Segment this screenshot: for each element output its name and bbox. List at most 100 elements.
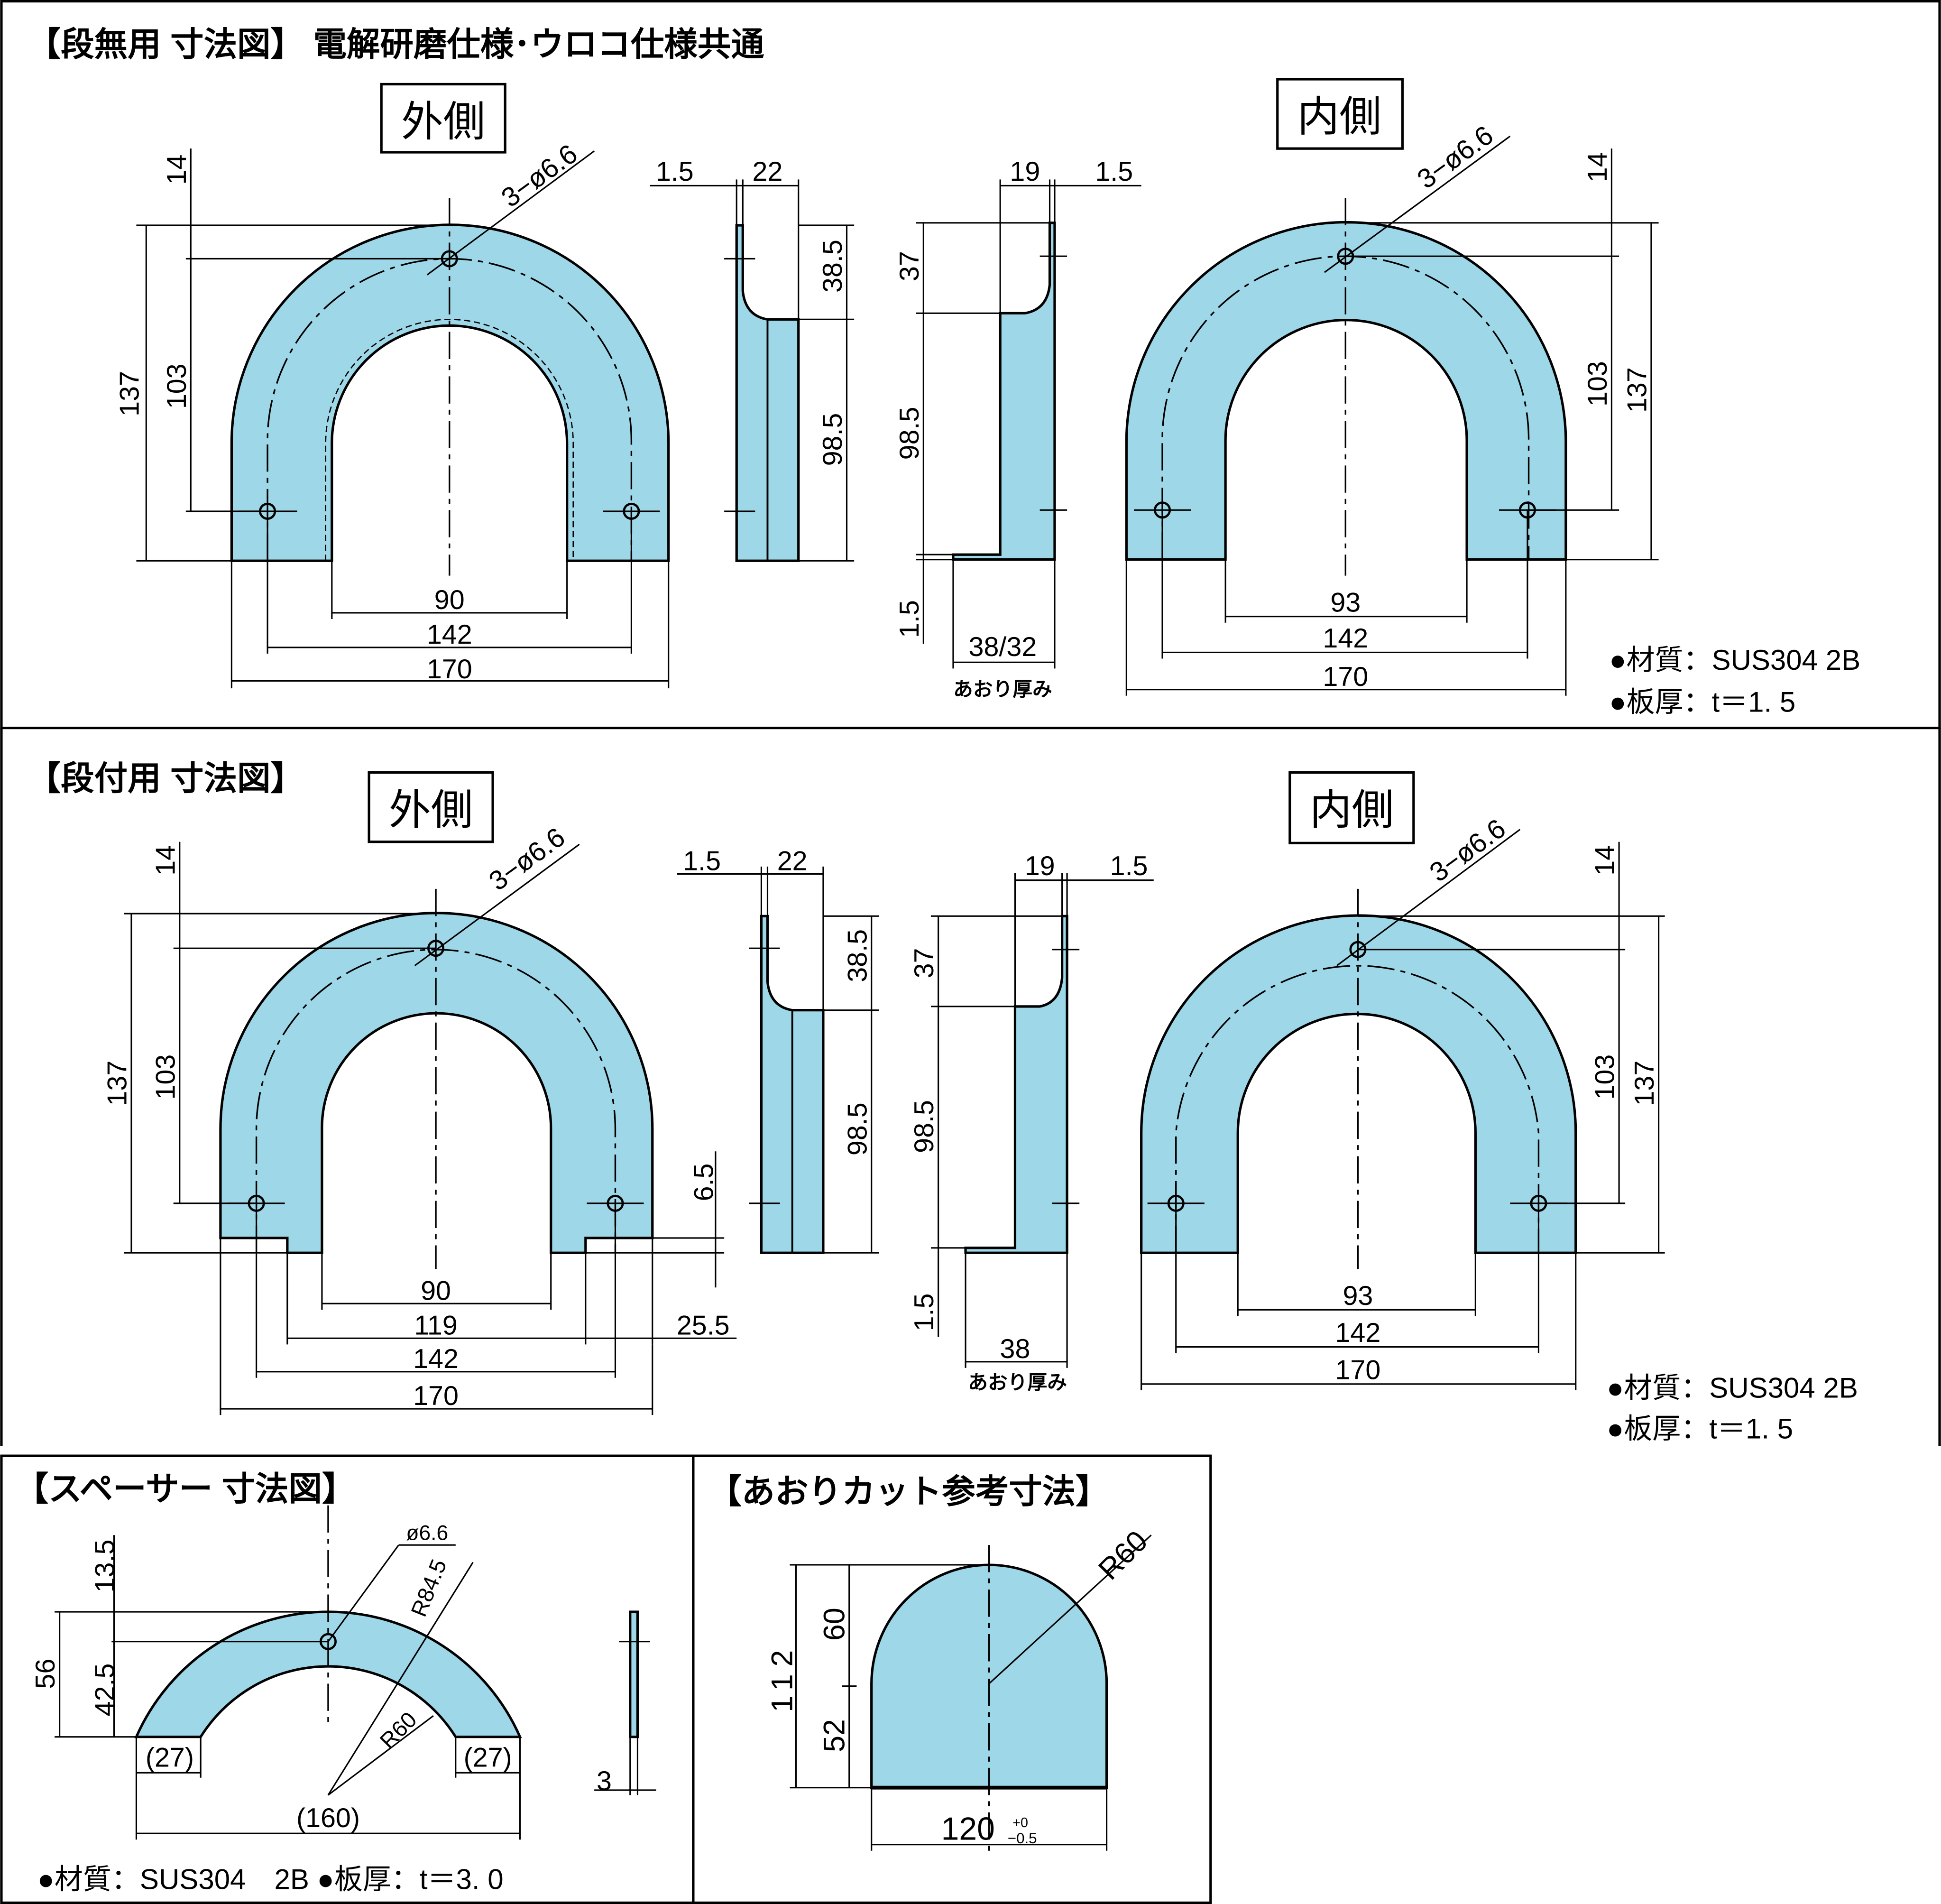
- view-label-box: [1276, 78, 1404, 150]
- dim-22: 22: [753, 157, 783, 187]
- spacer-part: [134, 1610, 522, 1738]
- radius-84-5: R84.5: [406, 1555, 451, 1620]
- stepped-bracket-outer-view: [219, 912, 654, 1254]
- hole-pitch-centerline: [1175, 965, 1540, 1253]
- dim-119: 119: [414, 1310, 458, 1340]
- dim-160: (160): [296, 1803, 360, 1833]
- radius-60: R60: [1092, 1524, 1154, 1586]
- dimension-lines: [930, 872, 1154, 1368]
- dim-98-5: 98.5: [818, 413, 848, 466]
- view-label-box: [368, 771, 494, 843]
- dim-56: 56: [30, 1659, 61, 1689]
- dim-142: 142: [427, 619, 472, 650]
- dim-14: 14: [162, 155, 192, 185]
- dim-93: 93: [1343, 1281, 1373, 1311]
- material-spec: ●材質：SUS304 2B: [1609, 644, 1860, 676]
- aori-cut-shape: [870, 1563, 1108, 1789]
- dim-137: 137: [1622, 367, 1652, 413]
- hidden-edge: [325, 319, 574, 561]
- dim-1-5: 1.5: [683, 846, 721, 877]
- dim-25-5: 25.5: [677, 1310, 730, 1340]
- dim-137: 137: [1629, 1061, 1660, 1106]
- dim-1-5-bottom: 1.5: [909, 1294, 939, 1331]
- hole-callout: ø6.6: [406, 1522, 448, 1545]
- dimension-lines: [124, 841, 737, 1415]
- view-label-outer: 外側: [389, 786, 473, 833]
- bracket-side-view-inner: [952, 222, 1056, 561]
- dimension-lines: [677, 866, 879, 1254]
- dim-137: 137: [115, 371, 145, 416]
- dimension-lines: [1141, 829, 1665, 1390]
- dimension-lines: [790, 1534, 1152, 1851]
- dim-14: 14: [1590, 845, 1620, 876]
- dim-42-5: 42.5: [90, 1664, 120, 1717]
- dimension-lines: [55, 1535, 656, 1840]
- aori-thickness-label: あおり厚み: [953, 678, 1052, 700]
- dimension-lines: [650, 179, 855, 562]
- dimension-lines: [916, 179, 1141, 669]
- dim-22: 22: [777, 846, 808, 877]
- spacer-side-view: [629, 1610, 639, 1738]
- dim-103: 103: [162, 363, 192, 409]
- aori-thickness-label: あおり厚み: [968, 1371, 1067, 1393]
- dim-142: 142: [1335, 1318, 1381, 1348]
- dim-90: 90: [434, 585, 465, 615]
- dim-103: 103: [150, 1054, 181, 1100]
- dim-1-5-bottom: 1.5: [894, 600, 925, 638]
- dim-6-5: 6.5: [689, 1164, 719, 1202]
- dim-142: 142: [1323, 623, 1368, 654]
- dim-27-right: (27): [464, 1742, 512, 1773]
- section-title: 【段無用 寸法図】 電解研磨仕様･ウロコ仕様共通: [28, 25, 764, 63]
- dim-103: 103: [1582, 361, 1613, 407]
- dim-103: 103: [1590, 1054, 1620, 1100]
- dim-93: 93: [1330, 587, 1361, 618]
- stepped-bracket-side-view-inner: [964, 915, 1068, 1254]
- hole-callout: 3−ø6.6: [496, 139, 583, 213]
- hole-callout: 3−ø6.6: [484, 822, 571, 897]
- dim-1-5: 1.5: [1095, 157, 1133, 187]
- dimension-lines: [136, 148, 670, 689]
- dim-90: 90: [421, 1275, 451, 1306]
- dim-aori-thickness: 38: [1000, 1334, 1030, 1364]
- bracket-inner-view: [1125, 221, 1567, 561]
- dim-120: 120: [941, 1811, 995, 1847]
- dim-112: 112: [766, 1643, 799, 1712]
- dim-37: 37: [894, 251, 925, 281]
- dim-98-5: 98.5: [842, 1102, 873, 1155]
- dim-13-5: 13.5: [90, 1540, 120, 1593]
- dim-1-5: 1.5: [1110, 851, 1148, 881]
- radius-60: R60: [375, 1707, 421, 1753]
- dim-3: 3: [597, 1766, 612, 1796]
- dim-170: 170: [413, 1381, 459, 1411]
- section-title: 【あおりカット参考寸法】: [708, 1472, 1109, 1510]
- dim-27-left: (27): [146, 1742, 194, 1773]
- view-label-inner: 内側: [1297, 93, 1381, 140]
- view-label-inner: 内側: [1310, 786, 1394, 833]
- tolerance-minus: −0.5: [1008, 1830, 1037, 1847]
- section-frame-stepless: [0, 0, 1941, 730]
- dim-60: 60: [818, 1608, 851, 1641]
- dim-142: 142: [413, 1344, 459, 1374]
- dim-14: 14: [150, 845, 181, 876]
- view-label-box: [380, 83, 506, 154]
- dim-170: 170: [1323, 662, 1368, 692]
- material-spec: ●材質：SUS304 2B: [1607, 1372, 1858, 1404]
- dim-aori-thickness: 38/32: [969, 632, 1037, 662]
- dim-38-5: 38.5: [842, 929, 873, 982]
- view-label-box: [1288, 771, 1415, 844]
- tolerance-plus: +0: [1012, 1815, 1028, 1830]
- thickness-spec: ●板厚：t＝1. 5: [1607, 1413, 1793, 1445]
- section-title: 【段付用 寸法図】: [28, 759, 304, 797]
- dim-170: 170: [1335, 1355, 1381, 1385]
- hole-callout: 3−ø6.6: [1412, 120, 1499, 195]
- dim-14: 14: [1582, 152, 1613, 182]
- dim-1-5: 1.5: [656, 157, 694, 187]
- dim-19: 19: [1025, 851, 1055, 881]
- dimension-lines: [1125, 135, 1659, 696]
- bracket-outer-view: [230, 223, 670, 562]
- dim-52: 52: [818, 1719, 851, 1752]
- section-title: 【スペーサー 寸法図】: [15, 1470, 356, 1507]
- spacer-spec: ●材質：SUS304 2B ●板厚：t＝3. 0: [37, 1864, 504, 1895]
- dim-37: 37: [909, 948, 939, 979]
